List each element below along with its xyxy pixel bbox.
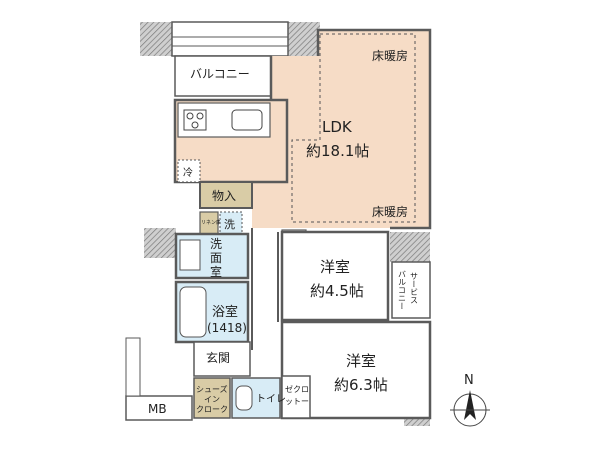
linen-label: リネン庫 (201, 219, 221, 226)
service-balcony-label-1: サービス (410, 272, 419, 304)
shoes-closet-label-3: クローク (196, 405, 228, 414)
fridge-label: 冷 (183, 166, 193, 179)
floor-heating-zone (291, 33, 416, 223)
stove-icon (183, 109, 207, 131)
service-balcony-label-2: バルコニー (398, 270, 407, 310)
washroom-label-3: 室 (210, 264, 222, 279)
balcony (174, 55, 272, 97)
north-label: N (464, 373, 474, 388)
sink-icon (231, 109, 263, 131)
washer-label: 洗 (224, 218, 235, 231)
floor-heating-top-label: 床暖房 (372, 48, 408, 63)
service-balcony (391, 261, 431, 319)
bath-size: (1418) (207, 321, 247, 335)
entrance-label: 玄関 (206, 350, 230, 365)
north-compass-icon (450, 390, 490, 427)
floor-heating-bottom-label: 床暖房 (372, 204, 408, 219)
closet-bottom-label-1: ゼクロ (285, 384, 309, 394)
western-room-2-label: 洋室 (346, 352, 376, 370)
balcony-label: バルコニー (190, 67, 250, 81)
fridge-space (177, 159, 201, 183)
toilet-icon (235, 385, 253, 411)
pillar-right (390, 232, 430, 262)
closet-bottom-label-2: ットー (285, 397, 309, 406)
washroom-label-2: 面 (210, 251, 222, 265)
washroom-label-1: 洗 (210, 237, 222, 251)
western-room-1 (280, 230, 390, 322)
mb-label: MB (148, 402, 167, 416)
bathtub-icon (179, 286, 207, 338)
ldk-label: LDK (322, 118, 353, 136)
storage-room (199, 181, 253, 209)
ldk-main (252, 30, 430, 228)
ldk-size: 約18.1帖 (306, 142, 369, 160)
shoes-closet (193, 377, 231, 419)
storage-label: 物入 (212, 189, 236, 203)
balcony-frame (171, 21, 289, 57)
shoes-closet-label-2: イン (204, 395, 220, 404)
western-room-1-size: 約4.5帖 (310, 282, 364, 300)
pillar-top-right (288, 22, 320, 60)
vanity-icon (179, 239, 201, 271)
entrance (193, 341, 251, 377)
toilet-label: トイレ (256, 394, 286, 405)
washer-space (219, 211, 243, 235)
western-room-1-label: 洋室 (320, 258, 350, 276)
meter-box (125, 395, 193, 421)
western-room-2-size: 約6.3帖 (334, 376, 388, 394)
bath-label: 浴室 (212, 304, 238, 320)
entrance-frame (125, 337, 141, 397)
pillar-mid-left (144, 228, 176, 258)
pillar-top-left (140, 22, 172, 56)
closet-bottom (281, 375, 311, 419)
shoes-closet-label-1: シューズ (196, 384, 228, 394)
